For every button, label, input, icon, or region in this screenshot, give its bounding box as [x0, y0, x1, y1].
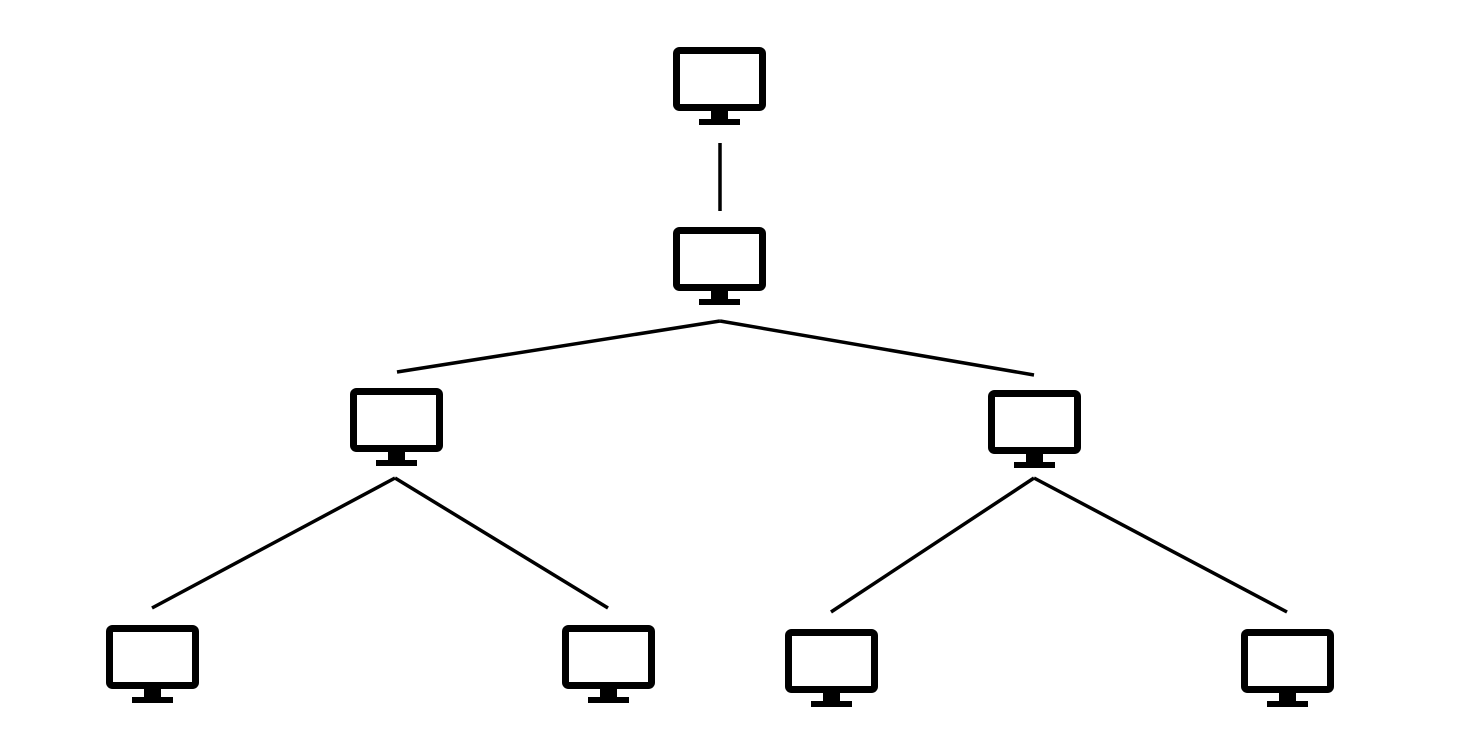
monitor-base	[588, 697, 629, 703]
monitor-neck	[388, 452, 405, 461]
monitor-screen	[106, 625, 199, 689]
monitor-icon	[106, 625, 199, 703]
monitor-neck	[600, 689, 617, 698]
monitor-base	[699, 299, 740, 305]
monitor-neck	[711, 111, 728, 120]
monitor-icon	[785, 629, 878, 707]
connection-hub-to-branch-left	[396, 319, 721, 374]
monitor-icon	[350, 388, 443, 466]
monitor-screen	[785, 629, 878, 693]
monitor-neck	[1279, 693, 1296, 702]
connection-branch-left-to-leaf-1	[151, 476, 396, 610]
monitor-icon	[562, 625, 655, 703]
monitor-screen	[988, 390, 1081, 454]
monitor-neck	[144, 689, 161, 698]
monitor-base	[1014, 462, 1055, 468]
monitor-neck	[711, 291, 728, 300]
connection-branch-right-to-leaf-4	[1033, 476, 1288, 614]
connection-branch-left-to-leaf-2	[394, 476, 609, 610]
monitor-screen	[350, 388, 443, 452]
monitor-icon	[988, 390, 1081, 468]
connection-hub-to-branch-right	[719, 319, 1035, 377]
monitor-screen	[562, 625, 655, 689]
connection-branch-right-to-leaf-3	[830, 476, 1035, 614]
monitor-icon	[673, 47, 766, 125]
monitor-screen	[1241, 629, 1334, 693]
monitor-base	[132, 697, 173, 703]
nodes-layer	[106, 47, 1334, 707]
monitor-icon	[673, 227, 766, 305]
monitor-base	[811, 701, 852, 707]
monitor-base	[699, 119, 740, 125]
connections-layer	[151, 143, 1288, 614]
monitor-icon	[1241, 629, 1334, 707]
monitor-base	[1267, 701, 1308, 707]
monitor-base	[376, 460, 417, 466]
monitor-screen	[673, 47, 766, 111]
monitor-neck	[1026, 454, 1043, 463]
monitor-neck	[823, 693, 840, 702]
monitor-screen	[673, 227, 766, 291]
